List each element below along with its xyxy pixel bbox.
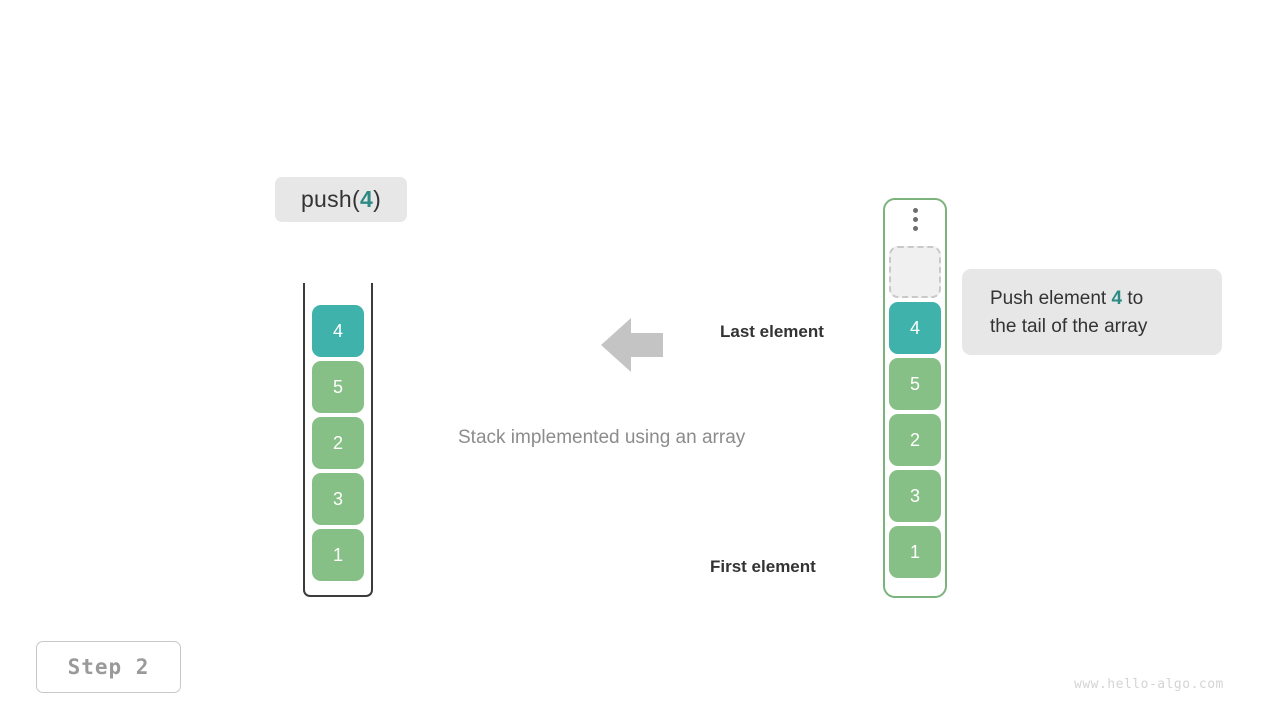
watermark: www.hello-algo.com <box>1074 677 1224 692</box>
operation-suffix: ) <box>373 186 382 212</box>
step-badge: Step 2 <box>36 641 181 693</box>
stack-cell: 2 <box>312 417 364 469</box>
ellipsis-dot <box>912 217 918 222</box>
callout-line1-accent: 4 <box>1111 288 1123 309</box>
array-visualization: 4 5 2 3 1 <box>883 198 953 600</box>
stack-container <box>303 283 373 597</box>
diagram-caption: Stack implemented using an array <box>458 427 746 448</box>
first-element-label: First element <box>710 557 816 576</box>
left-arrow-icon <box>601 316 663 374</box>
callout-box: Push element 4 to the tail of the array <box>962 269 1222 355</box>
array-cell: 5 <box>889 358 941 410</box>
array-empty-slot <box>889 246 941 298</box>
stack-cell-list: 4 5 2 3 1 <box>312 305 364 581</box>
vertical-ellipsis-icon <box>883 208 947 231</box>
stack-cell: 4 <box>312 305 364 357</box>
operation-label: push(4) <box>275 177 407 222</box>
last-element-label: Last element <box>720 322 824 341</box>
stack-cell: 1 <box>312 529 364 581</box>
ellipsis-dot <box>912 208 918 213</box>
array-cell: 2 <box>889 414 941 466</box>
array-cell-list: 4 5 2 3 1 <box>889 246 941 578</box>
ellipsis-dot <box>912 226 918 231</box>
stack-cell: 3 <box>312 473 364 525</box>
callout-line2: the tail of the array <box>990 316 1148 337</box>
callout-line1-pre: Push element <box>990 288 1112 309</box>
operation-prefix: push( <box>300 186 360 212</box>
callout-line1-post: to <box>1122 288 1144 309</box>
operation-argument: 4 <box>359 186 374 212</box>
array-cell: 1 <box>889 526 941 578</box>
array-cell: 4 <box>889 302 941 354</box>
stack-cell: 5 <box>312 361 364 413</box>
array-cell: 3 <box>889 470 941 522</box>
stack-visualization: 4 5 2 3 1 <box>303 283 379 603</box>
